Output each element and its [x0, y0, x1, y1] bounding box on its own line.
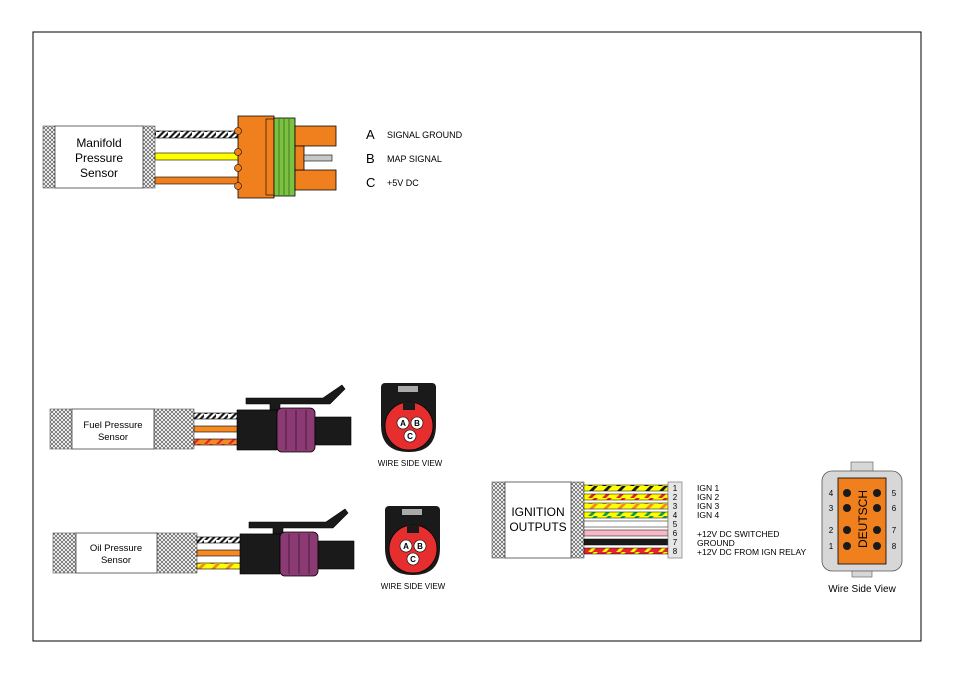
- deutsch-brand: DEUTSCH: [856, 490, 870, 548]
- oil-sensor-label-1: Oil Pressure: [90, 543, 142, 554]
- deutsch-view-label: Wire Side View: [828, 584, 896, 595]
- deutsch-num-6: 6: [892, 504, 897, 513]
- oil-wire-side-view: A B C: [385, 506, 440, 575]
- map-pin-desc-b: MAP SIGNAL: [387, 154, 442, 164]
- oil-sensor-group: Oil Pressure Sensor A B C WIRE SIDE VIEW: [53, 506, 446, 591]
- ign-pin-desc-8: +12V DC FROM IGN RELAY: [697, 547, 807, 557]
- oil-pin-b: B: [417, 542, 423, 551]
- map-connector-housing-bottom: [295, 170, 336, 190]
- deutsch-num-8: 8: [892, 542, 897, 551]
- fuel-pin-c: C: [407, 432, 413, 441]
- oil-sensor-hatch-right: [157, 533, 197, 573]
- oil-wire-2: [197, 550, 243, 556]
- oil-wire-3: [197, 563, 243, 569]
- ign-wire-6: [584, 530, 668, 536]
- fuel-connector-body: [237, 410, 277, 450]
- map-wire-b: [155, 153, 240, 160]
- map-connector-seal: [274, 118, 295, 196]
- map-sensor-group: Manifold Pressure Sensor A SIGNAL GROUND…: [43, 116, 463, 198]
- fuel-wire-2: [194, 426, 240, 432]
- oil-connector-nose: [318, 541, 354, 569]
- ign-wire-7: [584, 539, 668, 545]
- oil-pin-c: C: [410, 555, 416, 564]
- ign-pin-num-8: 8: [673, 547, 678, 556]
- map-connector-nub-1: [235, 128, 242, 135]
- map-connector-collar: [266, 119, 274, 195]
- fuel-sensor-hatch-right: [154, 409, 194, 449]
- ign-pin-desc-4: IGN 4: [697, 510, 719, 520]
- ignition-label-2: OUTPUTS: [509, 520, 566, 534]
- map-pin-letter-a: A: [366, 127, 375, 142]
- ign-wire-5: [584, 521, 668, 527]
- map-wire-c: [155, 177, 240, 184]
- ign-pin-num-6: 6: [673, 529, 678, 538]
- map-sensor-label-3: Sensor: [80, 166, 118, 180]
- oil-wire-1: [197, 537, 243, 543]
- deutsch-num-3: 3: [829, 504, 834, 513]
- ign-pin-num-5: 5: [673, 520, 678, 529]
- map-sensor-label-2: Pressure: [75, 151, 123, 165]
- fuel-view-label: WIRE SIDE VIEW: [378, 459, 443, 468]
- oil-view-label: WIRE SIDE VIEW: [381, 582, 446, 591]
- map-pin-letter-b: B: [366, 151, 375, 166]
- ign-wire-2: [584, 494, 668, 500]
- ignition-hatch-right: [571, 482, 584, 558]
- map-pin-desc-c: +5V DC: [387, 178, 419, 188]
- oil-connector-body: [240, 534, 280, 574]
- fuel-wire-side-view: A B C: [381, 383, 436, 452]
- ign-pin-num-4: 4: [673, 511, 678, 520]
- fuel-sensor-hatch-left: [50, 409, 72, 449]
- fuel-sensor-label-1: Fuel Pressure: [83, 420, 142, 431]
- ign-pin-num-1: 1: [673, 484, 678, 493]
- oil-sensor-hatch-left: [53, 533, 76, 573]
- map-pin-desc-a: SIGNAL GROUND: [387, 130, 463, 140]
- fuel-wire-3: [194, 439, 240, 445]
- deutsch-num-1: 1: [829, 542, 834, 551]
- oil-pin-a: A: [403, 542, 409, 551]
- map-connector-nub-3: [235, 165, 242, 172]
- fuel-wire-1: [194, 413, 240, 419]
- deutsch-num-5: 5: [892, 489, 897, 498]
- map-pin-letter-c: C: [366, 175, 375, 190]
- map-connector-pin: [304, 155, 332, 161]
- map-sensor-label-1: Manifold: [76, 136, 121, 150]
- fuel-connector-latch: [237, 385, 345, 410]
- deutsch-num-4: 4: [829, 489, 834, 498]
- map-sensor-hatch-left: [43, 126, 55, 188]
- fuel-sensor-label-2: Sensor: [98, 432, 128, 443]
- ignition-group: IGNITION OUTPUTS 1 2 3 4 5 6 7 8 IGN 1 I…: [492, 482, 807, 558]
- ign-pin-num-2: 2: [673, 493, 678, 502]
- fuel-pin-a: A: [400, 419, 406, 428]
- map-connector-nub-2: [235, 149, 242, 156]
- map-sensor-hatch-right: [143, 126, 155, 188]
- deutsch-num-7: 7: [892, 526, 897, 535]
- ign-wire-8: [584, 548, 668, 554]
- fuel-pin-b: B: [414, 419, 420, 428]
- ign-wire-1: [584, 485, 668, 491]
- map-wire-a: [155, 131, 240, 138]
- oil-connector-latch: [240, 509, 348, 534]
- fuel-connector-nose: [315, 417, 351, 445]
- ignition-hatch-left: [492, 482, 505, 558]
- ign-wire-3: [584, 503, 668, 509]
- ign-pin-num-3: 3: [673, 502, 678, 511]
- ign-wire-4: [584, 512, 668, 518]
- oil-sensor-label-2: Sensor: [101, 555, 131, 566]
- ignition-label-1: IGNITION: [511, 505, 564, 519]
- deutsch-num-2: 2: [829, 526, 834, 535]
- map-connector-housing-top: [295, 126, 336, 146]
- map-connector-nub-4: [235, 183, 242, 190]
- deutsch-connector: DEUTSCH 4 3 2 1 5 6 7 8 Wire Side View: [822, 462, 902, 595]
- ign-pin-num-7: 7: [673, 538, 678, 547]
- fuel-sensor-group: Fuel Pressure Sensor A B C WIRE SIDE VIE…: [50, 383, 443, 468]
